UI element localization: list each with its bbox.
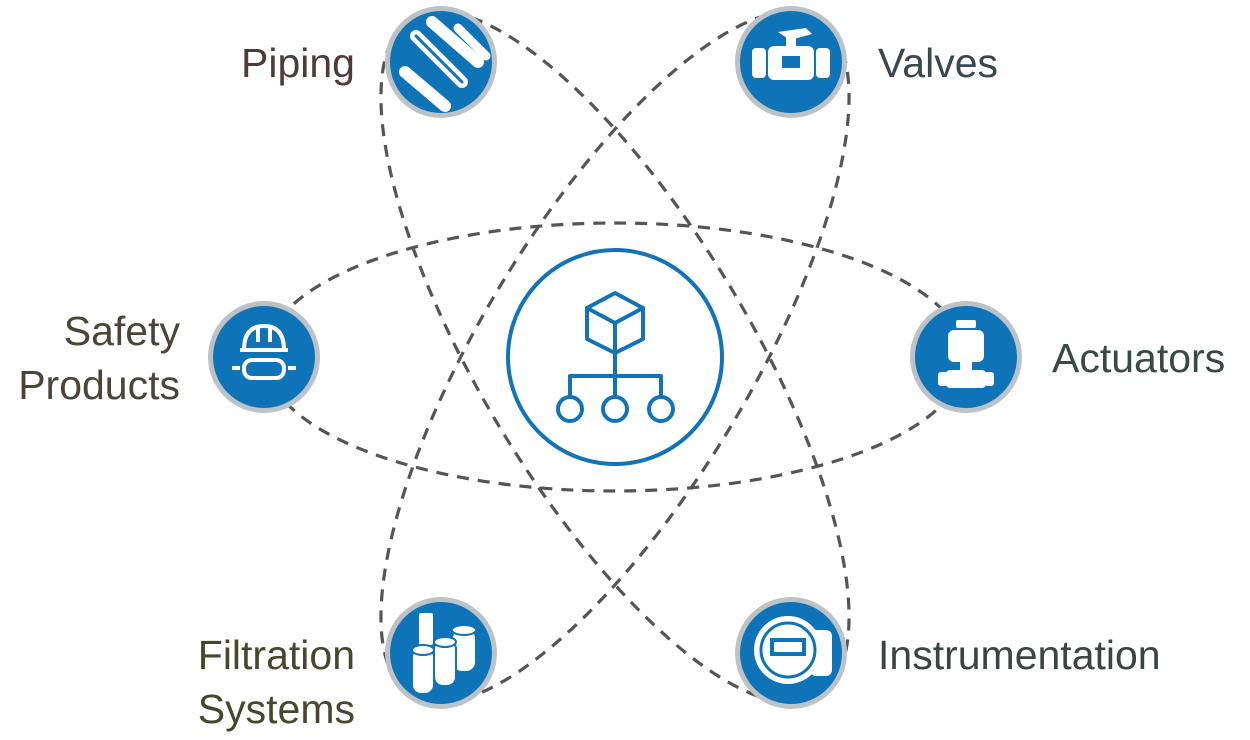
label-piping: Piping xyxy=(150,36,355,90)
ball-valve-icon xyxy=(752,28,830,80)
actuator-icon xyxy=(938,320,994,388)
node-valves[interactable] xyxy=(735,6,847,118)
node-piping[interactable] xyxy=(385,6,497,118)
pipes-icon xyxy=(399,16,491,112)
node-safety[interactable] xyxy=(208,301,320,413)
filter-cartridges-icon xyxy=(411,611,477,695)
hierarchy-cube-icon xyxy=(556,291,675,423)
node-actuators[interactable] xyxy=(910,301,1022,413)
node-instrumentation[interactable] xyxy=(735,597,847,709)
label-valves-line-1: Valves xyxy=(878,40,999,86)
node-filtration[interactable] xyxy=(385,597,497,709)
label-actuators: Actuators xyxy=(1052,331,1225,385)
center-hub xyxy=(504,246,726,468)
label-filtration-line-2: Systems xyxy=(197,686,355,732)
label-piping-line-1: Piping xyxy=(241,40,355,86)
hardhat-goggles-icon xyxy=(232,324,296,380)
label-valves: Valves xyxy=(878,36,998,90)
meter-gauge-icon xyxy=(754,616,832,684)
label-safety-line-1: Safety xyxy=(63,308,180,354)
label-instrumentation-line-1: Instrumentation xyxy=(878,632,1161,678)
label-actuators-line-1: Actuators xyxy=(1052,335,1226,381)
label-filtration-line-1: Filtration xyxy=(197,632,355,678)
label-safety-line-2: Products xyxy=(18,362,180,408)
label-instrumentation: Instrumentation xyxy=(878,628,1161,682)
